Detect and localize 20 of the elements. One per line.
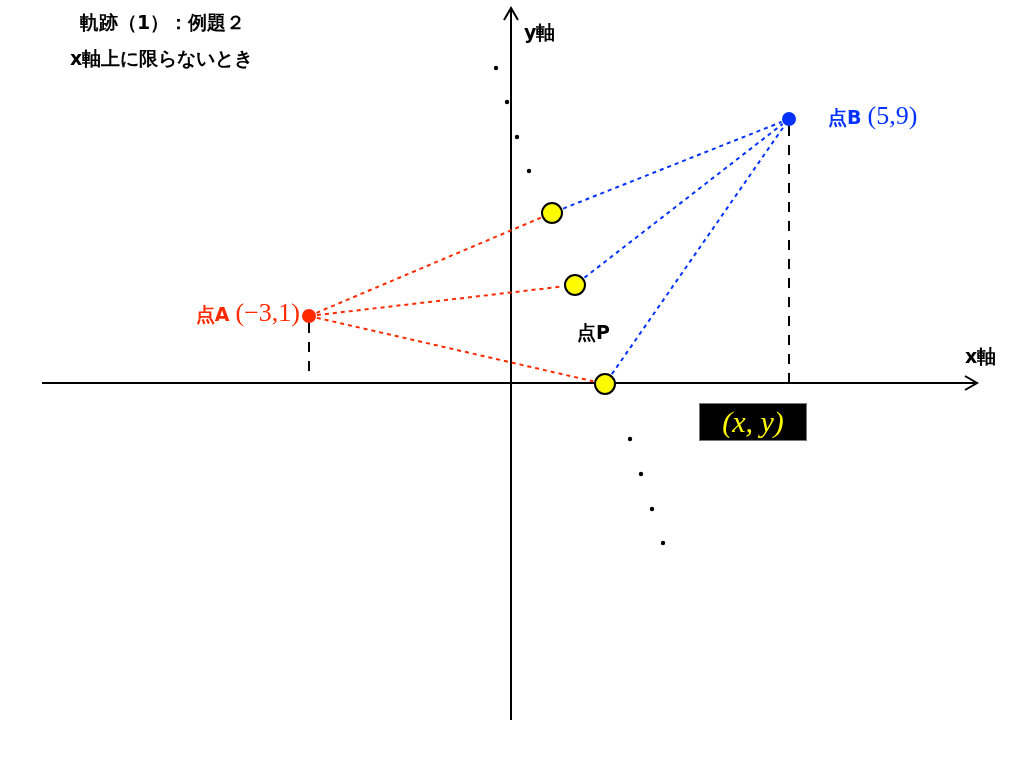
axis-label: y軸 <box>524 20 556 45</box>
dotted-line <box>315 316 595 383</box>
point-label: 点P <box>577 320 610 345</box>
dotted-line <box>610 124 786 376</box>
point-label: 点B <box>828 105 862 130</box>
point-label: 点A <box>195 302 230 327</box>
point-circle <box>564 274 586 296</box>
point-dot <box>302 309 316 323</box>
coordinate-label: (−3,1) <box>235 298 300 328</box>
title: 軌跡（1）：例題２ <box>80 10 246 35</box>
dotted-line <box>562 120 783 210</box>
point-circle <box>541 202 563 224</box>
dotted-line <box>315 216 542 314</box>
point-dot <box>782 112 796 126</box>
axis-label: x軸 <box>965 344 997 369</box>
subtitle: x軸上に限らないとき <box>70 46 254 71</box>
point-circle <box>594 373 616 395</box>
coordinate-box: (x, y) <box>699 403 807 441</box>
dotted-line <box>583 122 784 279</box>
coordinate-label: (5,9) <box>867 101 918 131</box>
